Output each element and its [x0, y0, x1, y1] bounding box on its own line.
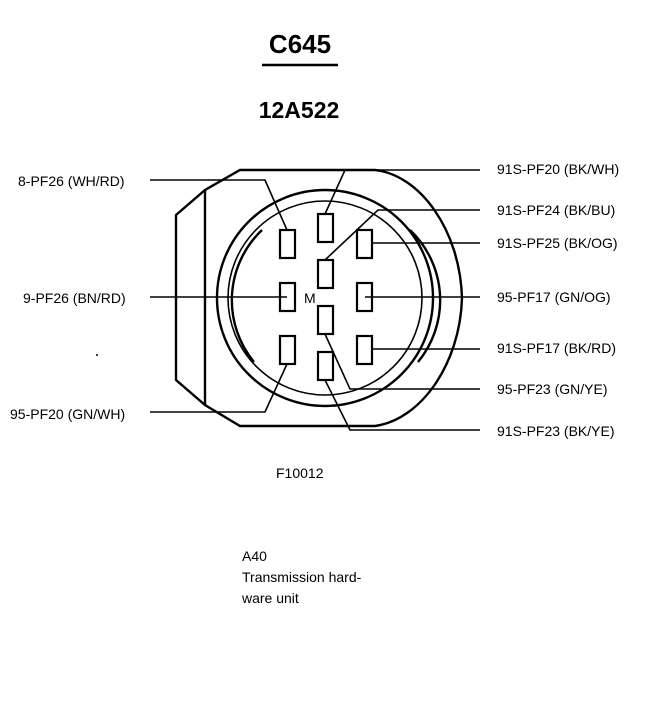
leader-line [324, 333, 480, 390]
pin-95pf20-label: 95-PF20 (GN/WH) [10, 406, 125, 422]
caption-line-2: ware unit [241, 590, 299, 606]
pin-91spf20-label: 91S-PF20 (BK/WH) [497, 161, 619, 177]
pin-cavity [316, 212, 335, 244]
leader-line [324, 169, 480, 215]
pin-91spf17-label: 91S-PF17 (BK/RD) [497, 340, 616, 356]
leader-line [324, 379, 480, 431]
connector-body [174, 168, 464, 428]
leader-line [150, 363, 288, 413]
pin-cavity [278, 228, 297, 260]
pin-91spf23-label: 91S-PF23 (BK/YE) [497, 423, 615, 439]
leader-lines [150, 169, 480, 431]
stray-dot [96, 354, 98, 356]
caption-line-1: Transmission hard- [242, 569, 362, 585]
connector-id: C645 [269, 29, 331, 59]
leader-line [150, 179, 288, 231]
pin-cavity [355, 334, 374, 366]
pin-cavities [278, 212, 374, 382]
connector-outer-ring [215, 188, 435, 408]
pin-cavity [355, 228, 374, 260]
pin-cavity [316, 258, 335, 290]
left-key-rib [230, 229, 263, 363]
pin-8-label: 8-PF26 (WH/RD) [18, 173, 125, 189]
leader-line [324, 209, 480, 261]
pin-9-label: 9-PF26 (BN/RD) [23, 290, 126, 306]
part-number: 12A522 [259, 97, 340, 123]
pin-marker-m: M [304, 290, 316, 306]
pin-91spf24-label: 91S-PF24 (BK/BU) [497, 202, 615, 218]
caption-code: A40 [242, 548, 267, 564]
figure-code: F10012 [276, 465, 324, 481]
pin-91spf25-label: 91S-PF25 (BK/OG) [497, 235, 618, 251]
pin-95pf23-label: 95-PF23 (GN/YE) [497, 381, 607, 397]
connector-inner-ring [227, 200, 423, 396]
pin-cavity [278, 334, 297, 366]
pin-cavity [316, 350, 335, 382]
right-key-rib [409, 229, 442, 363]
pin-cavity [316, 304, 335, 336]
pin-95pf17-label: 95-PF17 (GN/OG) [497, 289, 611, 305]
